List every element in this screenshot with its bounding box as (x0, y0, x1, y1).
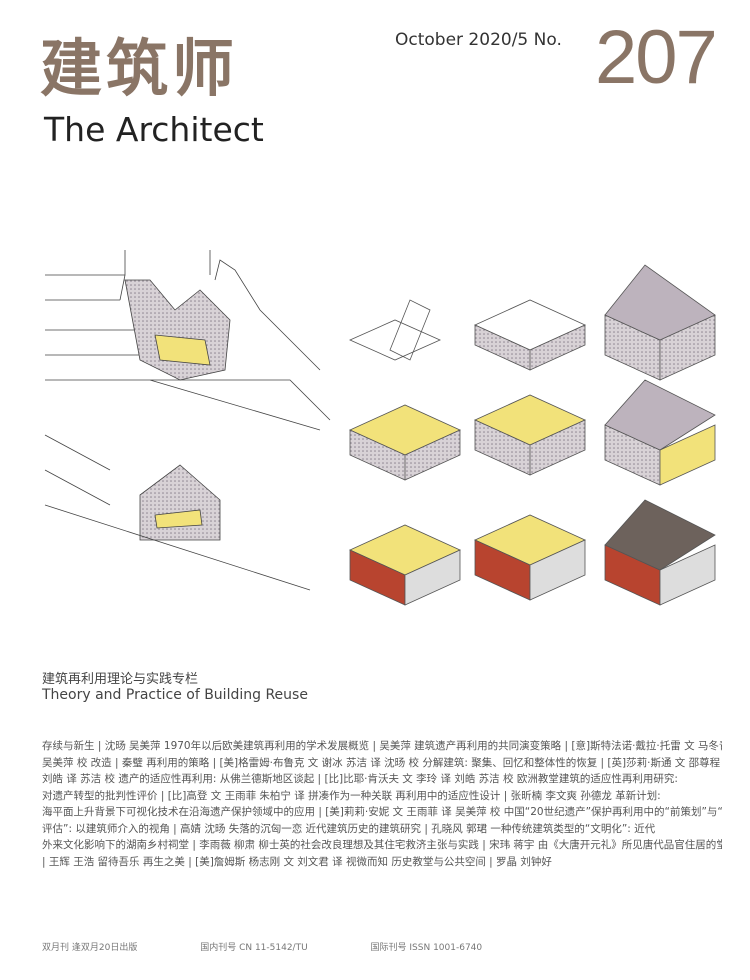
toc-line: 海平面上升背景下可视化技术在沿海遗产保护领域中的应用 | [美]莉莉·安妮 文 … (42, 806, 722, 818)
toc-line: 刘皓 译 苏洁 校 遗产的适应性再利用: 从佛兰德斯地区谈起 | [比]比耶·肯… (42, 773, 678, 785)
house-elevation-drawing (44, 434, 311, 591)
column-title-cn: 建筑再利用理论与实践专栏 (42, 672, 199, 687)
house-1-3 (604, 264, 716, 381)
issue-number: 207 (595, 15, 718, 100)
toc-line: 对遗产转型的批判性评价 | [比]高登 文 王雨菲 朱柏宁 译 拼凑作为一种关联… (42, 789, 661, 802)
column-title-en: Theory and Practice of Building Reuse (42, 687, 308, 703)
publication-frequency: 双月刊 逢双月20日出版 (42, 943, 138, 953)
toc-line: 外来文化影响下的湖南乡村祠堂 | 李雨薇 柳肃 柳士英的社会改良理想及其住宅救济… (42, 839, 722, 851)
house-2-2 (474, 394, 586, 476)
house-3-3 (604, 499, 716, 606)
house-2-1 (349, 404, 461, 481)
house-3-1 (349, 524, 461, 606)
street-section-drawing (45, 250, 331, 431)
toc-line: 评估”: 以建筑师介入的视角 | 高婧 沈旸 失落的沉匈一恋 近代建筑历史的建筑… (42, 822, 656, 835)
house-3-2 (474, 514, 586, 601)
cn-number: 国内刊号 CN 11-5142/TU (200, 943, 308, 953)
house-grid (349, 264, 716, 606)
publication-info: 双月刊 逢双月20日出版 国内刊号 CN 11-5142/TU 国际刊号 ISS… (42, 940, 542, 953)
house-2-3 (604, 379, 716, 486)
toc-line: 存续与新生 | 沈旸 吴美萍 1970年以后欧美建筑再利用的学术发展概览 | 吴… (42, 740, 722, 752)
house-1-2 (474, 299, 586, 371)
house-1-1 (349, 299, 441, 361)
table-of-contents: 存续与新生 | 沈旸 吴美萍 1970年以后欧美建筑再利用的学术发展概览 | 吴… (42, 738, 722, 870)
cover-illustration (44, 250, 716, 606)
toc-line: 吴美萍 校 改造 | 秦璧 再利用的策略 | [美]格雷姆·布鲁克 文 谢冰 苏… (42, 756, 721, 769)
issn-number: 国际刊号 ISSN 1001-6740 (370, 943, 483, 953)
toc-line: | 王辉 王浩 留待吾乐 再生之美 | [美]詹姆斯 杨志刚 文 刘文君 译 视… (42, 855, 552, 868)
magazine-title-cn: 建筑师 (40, 32, 239, 105)
magazine-title-en: The Architect (44, 110, 264, 149)
issue-date: October 2020/5 No. (395, 30, 562, 50)
